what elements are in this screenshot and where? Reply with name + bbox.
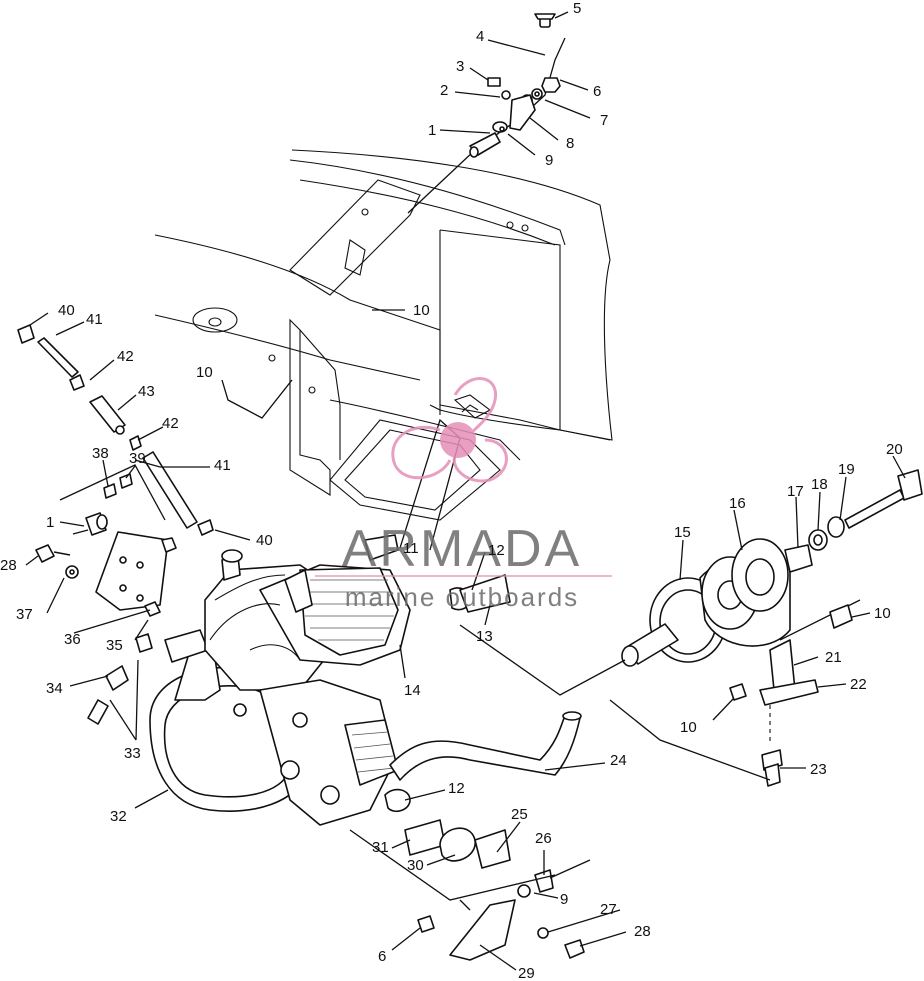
callout-label: 21 xyxy=(825,649,842,666)
watermark-brand: ARMADA xyxy=(342,520,582,578)
callout-label: 19 xyxy=(838,461,855,478)
callout-label: 10 xyxy=(680,719,697,736)
callout-label: 15 xyxy=(674,524,691,541)
callout-label: 29 xyxy=(518,965,535,981)
callout-label: 7 xyxy=(600,112,608,129)
callout-label: 11 xyxy=(403,540,419,557)
lower-mount-parts xyxy=(364,534,591,961)
callout-label: 17 xyxy=(787,483,804,500)
frame-structure xyxy=(154,149,613,521)
rod-assembly-left xyxy=(17,324,214,725)
callout-label: 40 xyxy=(256,532,273,549)
callout-labels: 5 4 3 2 6 7 1 8 9 10 40 41 42 10 43 42 3… xyxy=(0,0,903,981)
callout-label: 34 xyxy=(46,680,63,697)
callout-label: 18 xyxy=(811,476,828,493)
callout-label: 35 xyxy=(106,637,123,654)
leader-lines xyxy=(25,11,906,971)
callout-label: 26 xyxy=(535,830,552,847)
callout-label: 9 xyxy=(545,152,553,169)
callout-label: 6 xyxy=(593,83,601,100)
callout-label: 24 xyxy=(610,752,627,769)
callout-label: 41 xyxy=(214,457,231,474)
callout-label: 42 xyxy=(117,348,134,365)
watermark-tagline: marine outboards xyxy=(345,582,579,612)
watermark-dot-icon xyxy=(440,422,476,458)
callout-label: 16 xyxy=(729,495,746,512)
callout-label: 13 xyxy=(476,628,493,645)
intake-hose xyxy=(389,711,582,781)
callout-label: 31 xyxy=(372,839,389,856)
callout-label: 38 xyxy=(92,445,109,462)
callout-label: 33 xyxy=(124,745,141,762)
clutch-assembly xyxy=(621,469,923,667)
callout-label: 30 xyxy=(407,857,424,874)
callout-label: 36 xyxy=(64,631,81,648)
callout-label: 32 xyxy=(110,808,127,825)
callout-label: 1 xyxy=(46,514,54,531)
callout-label: 12 xyxy=(448,780,465,797)
callout-label: 10 xyxy=(413,302,430,319)
callout-label: 12 xyxy=(488,542,505,559)
callout-label: 10 xyxy=(196,364,213,381)
callout-label: 42 xyxy=(162,415,179,432)
callout-label: 20 xyxy=(886,441,903,458)
callout-label: 27 xyxy=(600,901,617,918)
callout-label: 4 xyxy=(476,28,484,45)
engine-block xyxy=(149,549,411,826)
callout-label: 1 xyxy=(428,122,436,139)
callout-label: 41 xyxy=(86,311,103,328)
callout-label: 9 xyxy=(560,891,568,908)
callout-label: 3 xyxy=(456,58,464,75)
callout-label: 28 xyxy=(634,923,651,940)
bracket-assembly xyxy=(729,599,861,787)
callout-label: 23 xyxy=(810,761,827,778)
callout-label: 43 xyxy=(138,383,155,400)
callout-label: 25 xyxy=(511,806,528,823)
callout-label: 2 xyxy=(440,82,448,99)
callout-label: 22 xyxy=(850,676,867,693)
watermark: ARMADA marine outboards xyxy=(315,377,612,612)
callout-label: 39 xyxy=(129,450,146,467)
callout-label: 14 xyxy=(404,682,421,699)
callout-label: 5 xyxy=(573,0,581,17)
callout-label: 8 xyxy=(566,135,574,152)
callout-label: 6 xyxy=(378,948,386,965)
throttle-cable-assembly xyxy=(407,13,566,214)
watermark-swirl-icon xyxy=(391,425,452,480)
callout-label: 28 xyxy=(0,557,17,574)
callout-label: 10 xyxy=(874,605,891,622)
callout-label: 40 xyxy=(58,302,75,319)
callout-label: 37 xyxy=(16,606,33,623)
